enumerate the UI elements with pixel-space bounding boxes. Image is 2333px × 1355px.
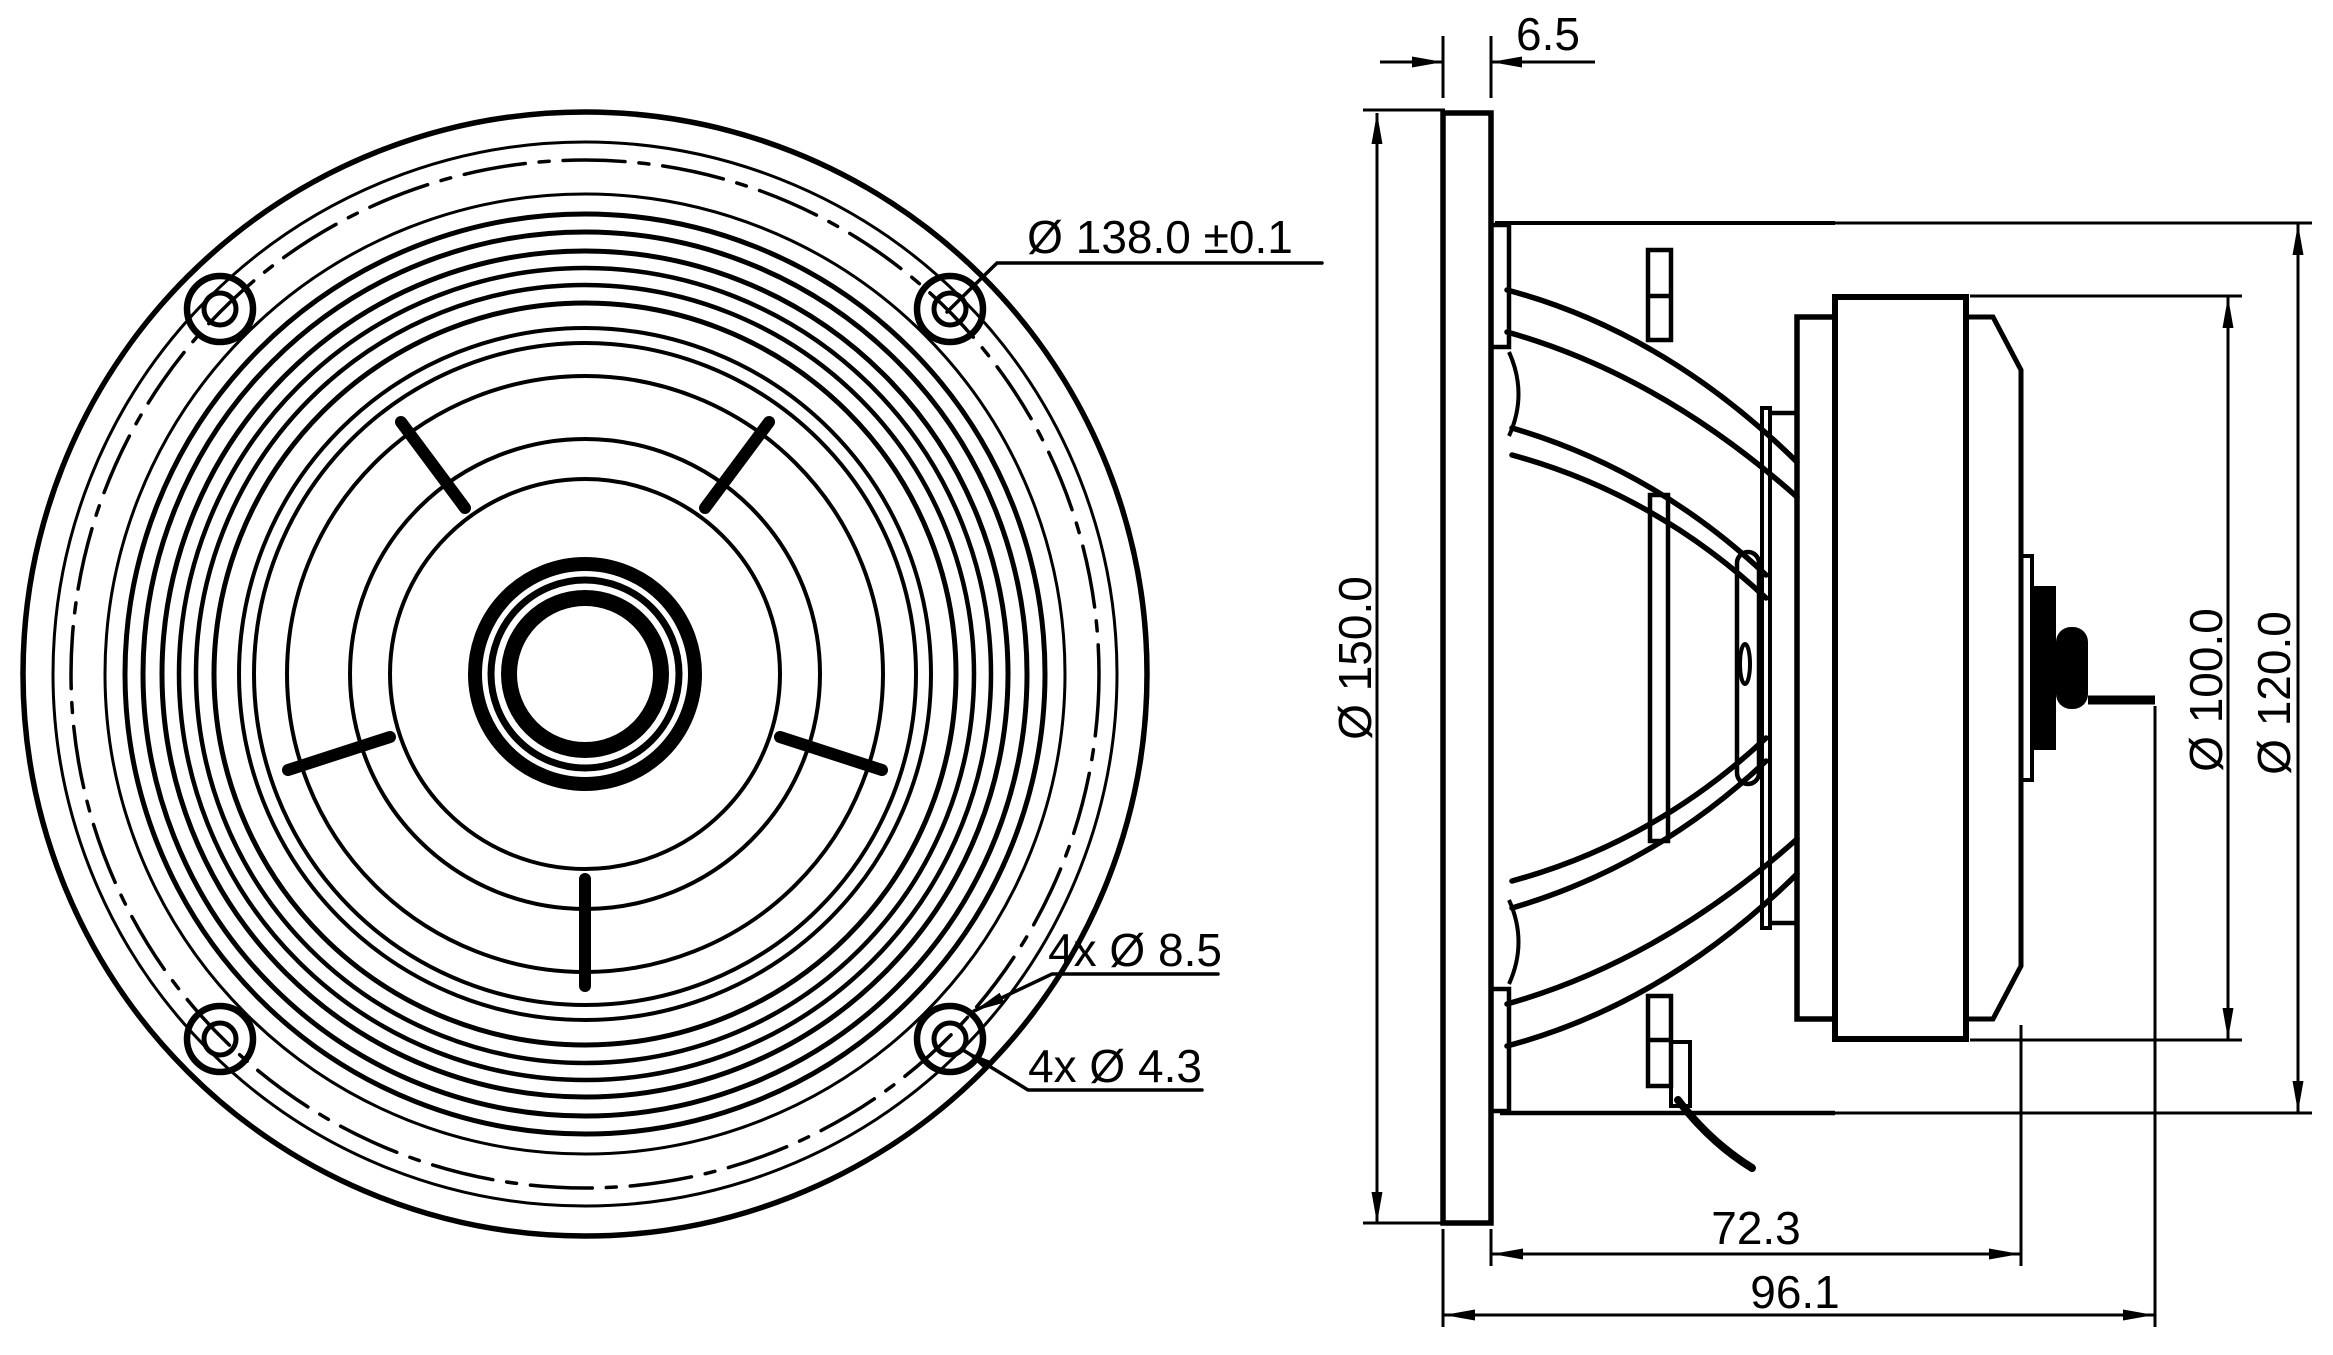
- side-spider-disc: [1647, 492, 1671, 844]
- front-surround-rolls: [122, 211, 1048, 1137]
- front-cone-spokes: [282, 416, 888, 992]
- dim-total-depth: [1441, 706, 2157, 1327]
- label-bolt-circle: Ø 138.0 ±0.1: [1027, 211, 1293, 263]
- side-basket-cone-curves: [1504, 287, 1800, 1049]
- side-back-plate: [1966, 314, 2024, 1022]
- side-rear-terminal: [2019, 554, 2155, 782]
- side-vent-hole: [1738, 642, 1752, 686]
- side-magnet: [1832, 294, 1969, 1042]
- label-counterbore: 4x Ø 8.5: [1048, 924, 1222, 976]
- side-surround-top: [1507, 351, 1521, 437]
- callout-leaders: [945, 261, 1324, 1092]
- mounting-hole-bottom-left: [183, 1002, 257, 1076]
- side-front-plate: [1794, 314, 1838, 1022]
- mounting-hole-top-right: [913, 272, 987, 346]
- label-overall-diameter: Ø 150.0: [1329, 576, 1381, 740]
- label-basket-diameter: Ø 120.0: [2248, 611, 2300, 775]
- label-magnet-diameter: Ø 100.0: [2180, 608, 2232, 772]
- front-flange-rings: [20, 109, 1150, 1239]
- side-pole-piece: [1734, 549, 1762, 787]
- dim-basket-diameter: [1835, 221, 2312, 1115]
- leader-bolt-circle: [945, 261, 1324, 314]
- dim-mounting-depth: [1489, 1025, 2023, 1266]
- dimensions: [1363, 36, 2312, 1327]
- dimension-labels: Ø 138.0 ±0.1 4x Ø 8.5 4x Ø 4.3 6.5 Ø 150…: [1027, 8, 2300, 1318]
- label-mounting-depth: 72.3: [1711, 1202, 1801, 1254]
- front-cone-circles: [285, 374, 885, 974]
- side-surround-bottom: [1507, 899, 1521, 985]
- dim-overall-diameter: [1363, 108, 1445, 1225]
- side-lead-wire: [1674, 1096, 1756, 1172]
- side-voice-coil: [1760, 406, 1772, 930]
- front-dome-rings: [468, 557, 702, 791]
- label-flange-thickness: 6.5: [1516, 8, 1580, 60]
- bolt-circle-centerline: [69, 158, 1101, 1190]
- label-total-depth: 96.1: [1750, 1266, 1840, 1318]
- mounting-hole-top-left: [183, 272, 257, 346]
- mounting-holes: [183, 272, 987, 1076]
- side-flange: [1440, 110, 1494, 1226]
- leader-counterbore: [972, 972, 1220, 1013]
- front-view: [20, 109, 1324, 1239]
- side-terminal-board: [1669, 1040, 1692, 1108]
- label-through-hole: 4x Ø 4.3: [1028, 1040, 1202, 1092]
- side-view: [1440, 110, 2155, 1226]
- mounting-hole-bottom-right: [913, 1002, 987, 1076]
- leader-through-hole: [961, 1048, 1204, 1092]
- dim-flange-thickness: [1380, 36, 1595, 98]
- dim-magnet-diameter: [1970, 294, 2242, 1042]
